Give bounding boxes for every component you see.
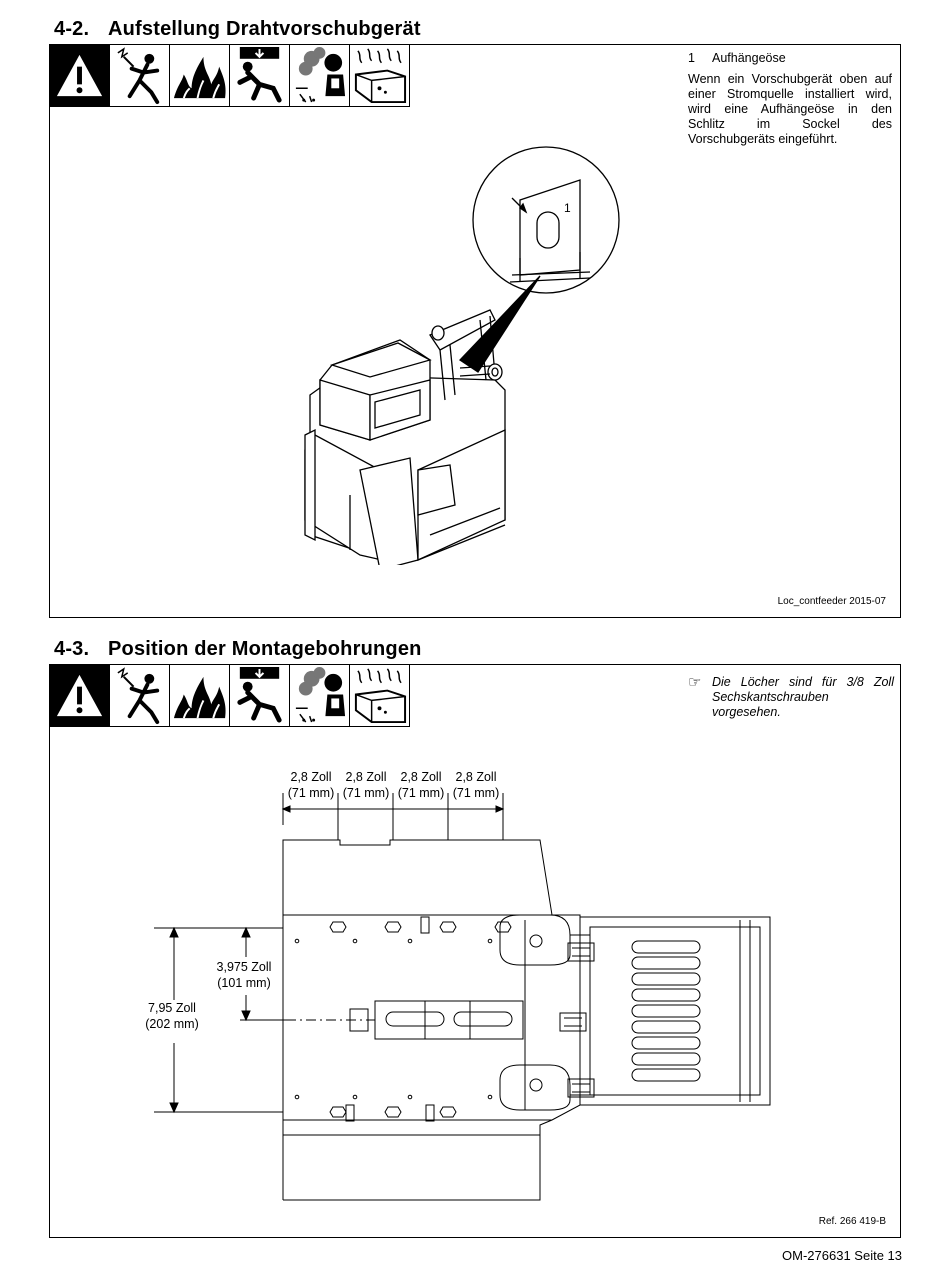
dim-inch: 2,8 Zoll [400,770,442,784]
dim-half-height: 3,975 Zoll (101 mm) [210,959,278,991]
safety-icon-strip [50,45,410,107]
hot-parts-icon [350,45,410,107]
safety-icon-strip [50,665,410,727]
callout-title: Aufhängeöse [712,51,786,65]
section-number: 4-3. [54,638,90,660]
note-text: Die Löcher sind für 3/8 Zoll Sechskantsc… [712,675,894,719]
dim-mm: (71 mm) [397,786,445,800]
dim-inch: 3,975 Zoll [216,960,272,974]
pointing-hand-icon: ☞ [688,674,702,691]
dim-mm: (101 mm) [217,976,271,990]
section-4-3-box: ☞ Die Löcher sind für 3/8 Zoll Sechskant… [49,664,901,1238]
dim-mm: (71 mm) [287,786,335,800]
dim-top-4: 2,8 Zoll (71 mm) [448,769,504,801]
fumes-gases-icon [290,45,350,107]
wire-feeder-diagram: 1 [304,146,620,565]
section-number: 4-2. [54,18,90,40]
hot-parts-icon [350,665,410,727]
note-block: ☞ Die Löcher sind für 3/8 Zoll Sechskant… [688,675,894,720]
falling-equipment-icon [230,45,290,107]
dim-inch: 7,95 Zoll [148,1001,196,1015]
dim-top-2: 2,8 Zoll (71 mm) [338,769,394,801]
callout-list: 1 Aufhängeöse Wenn ein Vorschubgerät oben… [688,51,892,147]
mounting-hole-diagram [154,793,771,1201]
dim-inch: 2,8 Zoll [290,770,332,784]
warning-triangle-icon [50,665,110,727]
section-4-2-title: 4-2. Aufstellung Drahtvorschubgerät [54,18,421,41]
fire-icon [170,665,230,727]
dim-top-1: 2,8 Zoll (71 mm) [283,769,339,801]
callout-item-1: 1 Aufhängeöse [688,51,892,66]
dim-inch: 2,8 Zoll [455,770,497,784]
section-heading: Aufstellung Drahtvorschubgerät [108,18,421,40]
figure-ref: Loc_contfeeder 2015-07 [777,596,886,607]
section-4-3-title: 4-3. Position der Montagebohrungen [54,638,422,661]
callout-number: 1 [688,51,695,65]
diagram-label-1: 1 [564,201,571,215]
dim-mm: (71 mm) [452,786,500,800]
electric-shock-icon [110,665,170,727]
dim-inch: 2,8 Zoll [345,770,387,784]
fumes-gases-icon [290,665,350,727]
falling-equipment-icon [230,665,290,727]
electric-shock-icon [110,45,170,107]
figure-ref: Ref. 266 419-B [818,1216,886,1227]
dim-mm: (202 mm) [145,1017,199,1031]
dim-mm: (71 mm) [342,786,390,800]
dim-top-3: 2,8 Zoll (71 mm) [393,769,449,801]
fire-icon [170,45,230,107]
dim-full-height: 7,95 Zoll (202 mm) [140,1000,204,1032]
callout-description: Wenn ein Vorschubgerät oben auf einer St… [688,72,892,146]
section-4-2-box: 1 Aufhängeöse Wenn ein Vorschubgerät oben… [49,44,901,618]
page-footer: OM-276631 Seite 13 [782,1248,902,1263]
warning-triangle-icon [50,45,110,107]
section-heading: Position der Montagebohrungen [108,638,422,660]
